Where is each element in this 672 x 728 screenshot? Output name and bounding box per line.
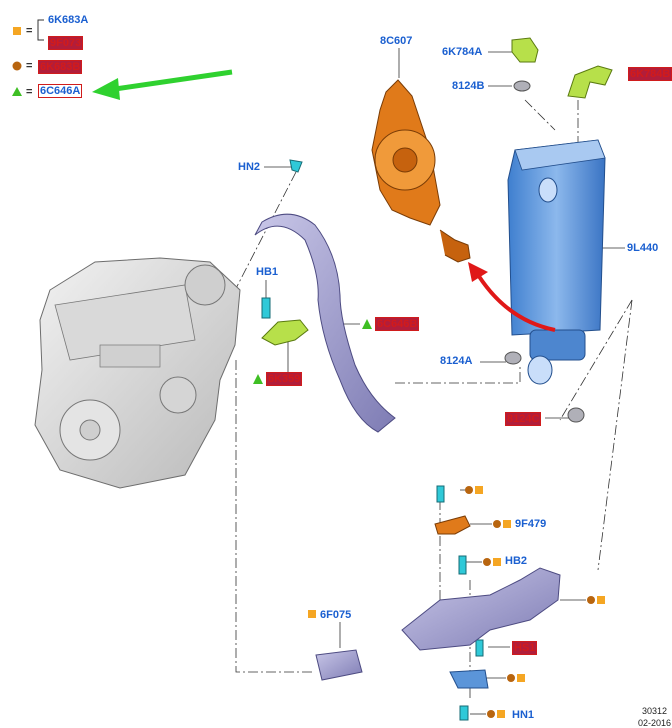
fan-shroud bbox=[371, 79, 471, 263]
part-label-6k784a[interactable]: 6K784A bbox=[442, 46, 483, 58]
bracket-9f479 bbox=[434, 515, 471, 535]
legend-circle-equals: = bbox=[26, 60, 33, 72]
part-label-hn2[interactable]: HN2 bbox=[238, 161, 261, 173]
legend-triangle-icon bbox=[12, 87, 22, 96]
part-label-hs1[interactable]: HS1 bbox=[512, 641, 538, 655]
part-label-8124b[interactable]: 8124B bbox=[452, 80, 485, 92]
lower-air-pipe bbox=[401, 567, 561, 651]
legend-square-label-bottom[interactable]: 9F073 bbox=[48, 36, 84, 50]
clip-hn1 bbox=[459, 705, 469, 721]
legend-bracket-icon bbox=[37, 19, 44, 41]
intercooler bbox=[507, 139, 606, 385]
upper-air-pipe bbox=[254, 213, 396, 433]
legend-square-label-top: 6K683A bbox=[48, 14, 89, 26]
clip-hs1 bbox=[475, 639, 484, 657]
clip-hb2 bbox=[458, 555, 467, 575]
clip-top bbox=[436, 485, 445, 503]
engine-block bbox=[34, 257, 241, 489]
part-label-9l440[interactable]: 9L440 bbox=[627, 242, 659, 254]
part-label-8c607[interactable]: 8C607 bbox=[380, 35, 413, 47]
legend-square-icon bbox=[13, 27, 21, 35]
clip-hb1 bbox=[261, 297, 271, 319]
part-label-6k359[interactable]: 6K359 bbox=[266, 372, 303, 386]
red-arrow-icon bbox=[468, 262, 556, 332]
legend-triangle-label[interactable]: 6C646A bbox=[38, 84, 83, 98]
part-label-8124a[interactable]: 8124A bbox=[440, 355, 473, 367]
hose-6f075 bbox=[315, 649, 363, 681]
part-label-6k784b[interactable]: 6K784B bbox=[628, 67, 672, 81]
part-label-9f479[interactable]: 9F479 bbox=[515, 518, 547, 530]
bracket-6k359 bbox=[261, 319, 309, 346]
bracket-6k784a bbox=[511, 37, 539, 63]
grommet-8124a bbox=[504, 351, 522, 365]
green-arrow-icon bbox=[92, 69, 233, 100]
legend-triangle-equals: = bbox=[26, 86, 33, 98]
grommet-8124c bbox=[567, 407, 585, 423]
drawing-reference: 30312 bbox=[642, 706, 668, 716]
grommet-8124b bbox=[513, 80, 531, 92]
clip-hn2 bbox=[289, 159, 303, 173]
part-label-6c646b[interactable]: 6C646B bbox=[375, 317, 420, 331]
part-label-hn1[interactable]: HN1 bbox=[512, 709, 535, 721]
bracket-6k784b bbox=[567, 65, 613, 99]
drawing-date: 02-2016 bbox=[638, 718, 672, 728]
part-label-hb1[interactable]: HB1 bbox=[256, 266, 279, 278]
part-label-6f075[interactable]: 6F075 bbox=[320, 609, 352, 621]
heat-shield bbox=[449, 669, 489, 689]
part-label-8124c[interactable]: 8124C bbox=[505, 412, 542, 426]
legend-circle-icon bbox=[12, 61, 22, 71]
legend-circle-label[interactable]: 6K683B bbox=[38, 60, 83, 74]
part-label-hb2[interactable]: HB2 bbox=[505, 555, 528, 567]
legend-square-equals: = bbox=[26, 25, 33, 37]
